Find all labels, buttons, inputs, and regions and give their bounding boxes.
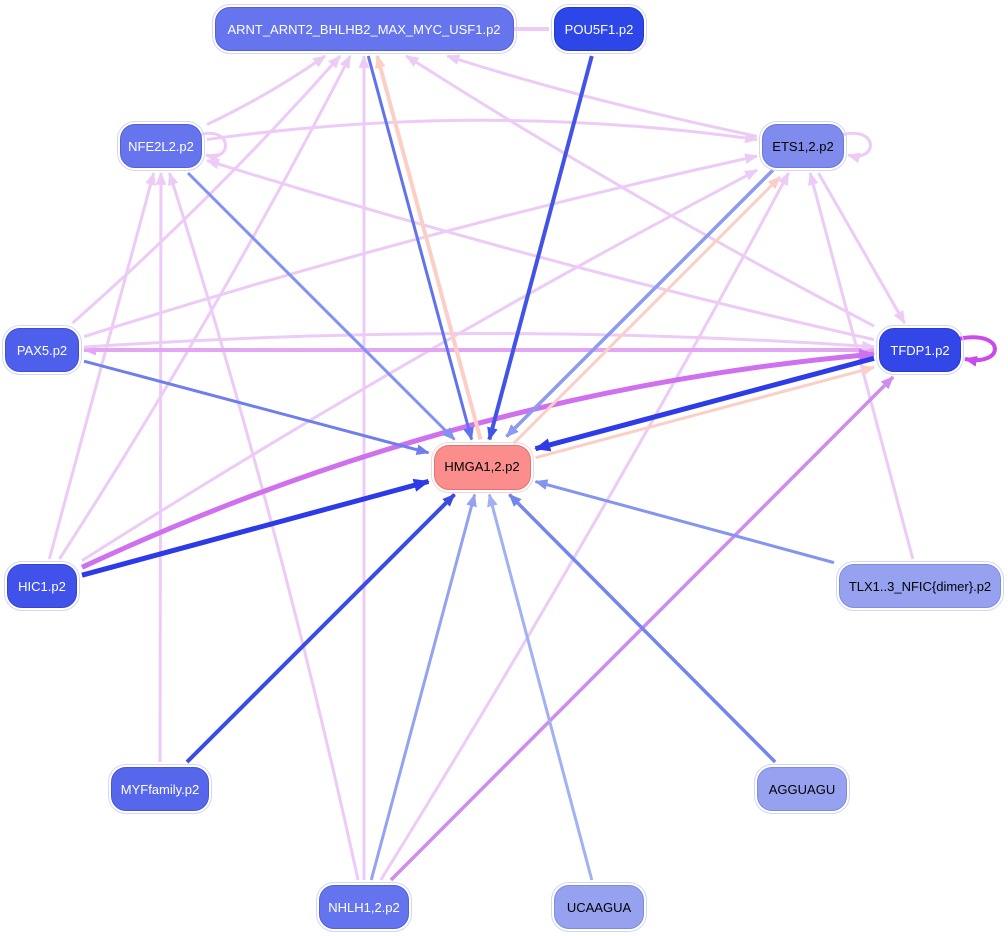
node-label: NHLH1,2.p2 <box>328 900 400 916</box>
edge-ets-arnt <box>446 54 758 138</box>
node-hmga[interactable]: HMGA1,2.p2 <box>430 441 534 493</box>
node-agg[interactable]: AGGUAGU <box>754 764 850 814</box>
node-label: POU5F1.p2 <box>564 22 634 38</box>
edge-nfe2l2-arnt <box>206 54 327 126</box>
edge-hic1-ets <box>81 168 758 562</box>
edge-pax5-tfdp1 <box>83 332 876 352</box>
edge-tlx-hmga <box>534 479 835 565</box>
node-arnt[interactable]: ARNT_ARNT2_BHLHB2_MAX_MYC_USF1.p2 <box>211 4 517 54</box>
edge-hmga-ets <box>512 175 782 445</box>
node-nhlh[interactable]: NHLH1,2.p2 <box>316 882 412 932</box>
edge-tfdp1-arnt <box>405 54 875 328</box>
node-label: MYFfamily.p2 <box>120 782 200 798</box>
self-loop-tfdp1 <box>957 335 997 367</box>
node-label: PAX5.p2 <box>16 343 68 359</box>
edge-pax5-hmga <box>83 359 430 455</box>
edge-nhlh-ets <box>379 172 790 881</box>
node-label: NFE2L2.p2 <box>128 139 194 155</box>
node-label: AGGUAGU <box>768 782 836 798</box>
node-label: HMGA1,2.p2 <box>444 459 520 475</box>
node-tlx[interactable]: TLX1..3_NFIC{dimer}.p2 <box>836 561 1004 611</box>
edge-agg-hmga <box>508 493 777 764</box>
edge-arnt-hmga <box>366 55 474 441</box>
node-ets[interactable]: ETS1,2.p2 <box>759 121 847 171</box>
node-pou5f1[interactable]: POU5F1.p2 <box>551 4 647 54</box>
self-loop-ets <box>840 131 872 164</box>
node-tfdp1[interactable]: TFDP1.p2 <box>876 325 964 375</box>
edge-pou5f1-hmga <box>487 55 594 441</box>
edge-hmga-tfdp1 <box>535 365 876 460</box>
edge-tfdp1-hmga <box>534 355 875 452</box>
node-label: UCAAGUA <box>566 900 632 916</box>
node-label: ETS1,2.p2 <box>772 139 834 155</box>
node-label: HIC1.p2 <box>18 579 66 595</box>
edge-hic1-hmga <box>81 478 430 578</box>
node-myf[interactable]: MYFfamily.p2 <box>108 764 212 814</box>
node-hic1[interactable]: HIC1.p2 <box>4 561 80 611</box>
edge-myf-nfe2l2 <box>155 171 167 763</box>
edge-hmga-arnt <box>375 54 483 441</box>
edge-ets-tfdp1 <box>817 172 906 324</box>
node-label: ARNT_ARNT2_BHLHB2_MAX_MYC_USF1.p2 <box>227 22 501 38</box>
node-nfe2l2[interactable]: NFE2L2.p2 <box>117 121 205 171</box>
node-label: TFDP1.p2 <box>890 343 950 359</box>
node-label: TLX1..3_NFIC{dimer}.p2 <box>848 579 992 595</box>
edge-uca-hmga <box>487 493 594 881</box>
edge-myf-hmga <box>185 493 456 764</box>
edge-nfe2l2-ets <box>206 118 759 144</box>
edge-pax5-ets <box>83 153 759 339</box>
edge-nfe2l2-hmga <box>186 171 456 441</box>
edge-ets-hmga <box>505 168 775 438</box>
node-pax5[interactable]: PAX5.p2 <box>2 325 82 375</box>
self-loop-nfe2l2 <box>198 131 227 164</box>
edge-nhlh-hmga <box>369 493 477 881</box>
node-uca[interactable]: UCAAGUA <box>551 882 647 932</box>
